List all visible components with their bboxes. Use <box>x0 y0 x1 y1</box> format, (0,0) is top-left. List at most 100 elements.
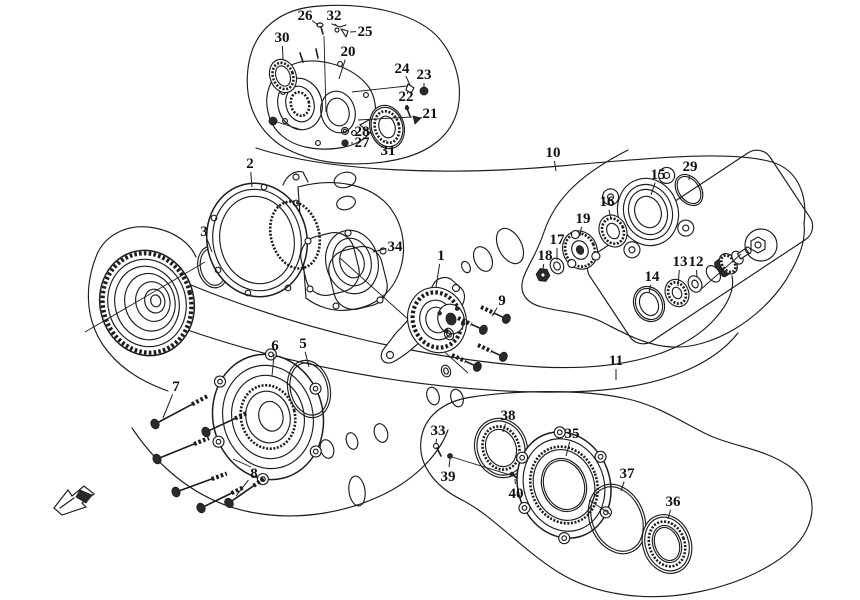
callout-33: 33 <box>431 423 446 439</box>
callout-31: 31 <box>381 143 396 159</box>
pinion-shaft <box>705 246 752 283</box>
callout-37: 37 <box>620 466 636 482</box>
leader-line-6 <box>271 353 275 377</box>
cover-bolt <box>196 485 246 514</box>
callout-11: 11 <box>609 353 623 369</box>
bolt-33 <box>432 442 442 457</box>
callout-36: 36 <box>666 494 682 510</box>
callout-7: 7 <box>172 379 180 395</box>
cover-bolt <box>171 471 228 498</box>
outline-curves <box>87 4 814 598</box>
front-direction-icon <box>53 485 95 516</box>
callout-32: 32 <box>327 8 342 24</box>
bracket-32 <box>331 23 347 28</box>
leader-line-35 <box>565 441 571 457</box>
callout-6: 6 <box>271 338 279 354</box>
leader-8b <box>232 458 252 468</box>
o-ring-5 <box>286 359 332 419</box>
washer-28 <box>340 126 350 136</box>
pinion-nut <box>750 236 766 254</box>
bearing-cover-assembly <box>150 348 332 514</box>
callout-40: 40 <box>509 486 524 502</box>
cover-bolt <box>152 436 210 465</box>
callout-1: 1 <box>437 248 445 264</box>
bearing-retainer-15 <box>601 166 695 259</box>
callout-30: 30 <box>275 30 290 46</box>
callout-9: 9 <box>498 293 506 309</box>
diff-carrier-assembly <box>266 22 429 150</box>
gear-axis-line <box>84 261 206 333</box>
cone-21 <box>412 115 422 125</box>
bolt-26 <box>316 22 324 35</box>
callout-20: 20 <box>341 44 356 60</box>
leader-line-10 <box>553 160 557 172</box>
seal-30 <box>268 58 298 94</box>
callout-23: 23 <box>417 67 432 83</box>
cover-bolt <box>224 476 267 509</box>
leader-line-37 <box>620 481 625 492</box>
callout-35: 35 <box>565 426 580 442</box>
leader-line-19 <box>579 226 583 237</box>
leader-line-26 <box>311 20 319 26</box>
seal-36 <box>641 514 693 574</box>
callout-27: 27 <box>355 135 371 151</box>
washer <box>443 327 455 341</box>
callout-25: 25 <box>358 24 373 40</box>
callout-2: 2 <box>246 156 254 172</box>
bolt-27 <box>341 139 349 147</box>
leader-line-15 <box>650 182 656 196</box>
output-flange-35 <box>516 426 612 545</box>
leader-line-2 <box>250 171 253 188</box>
washer <box>440 364 452 378</box>
callout-12: 12 <box>689 254 704 270</box>
pin-39 <box>447 453 453 459</box>
bearing-16 <box>598 214 628 248</box>
carrier-bracket <box>380 276 467 364</box>
gear-case <box>205 171 405 311</box>
install-line-26 <box>323 35 327 113</box>
leader-line-24 <box>405 75 411 86</box>
callout-13: 13 <box>673 254 688 270</box>
leader-line-5 <box>304 351 310 368</box>
cover-bolt <box>201 410 249 438</box>
bolt-set-9 <box>440 305 511 378</box>
spline-hub-19 <box>561 229 601 270</box>
seal-14 <box>632 285 666 323</box>
housing-sweep-upper <box>255 147 806 225</box>
callout-34: 34 <box>388 239 404 255</box>
nut-23 <box>419 86 429 96</box>
leader-line-13 <box>677 269 680 287</box>
leader-line-16 <box>608 209 612 220</box>
leader-line-39 <box>448 458 451 468</box>
bearing-13 <box>664 278 690 308</box>
callout-layer: 1235678910111213141516171819202122232425… <box>162 8 704 520</box>
leader-line-30 <box>281 45 284 60</box>
callout-8: 8 <box>250 466 258 482</box>
leader-line-14 <box>648 284 651 294</box>
floating-ovals <box>319 171 525 507</box>
washer-12 <box>687 275 703 293</box>
callout-19: 19 <box>576 211 591 227</box>
leader-line-36 <box>667 509 672 520</box>
callout-15: 15 <box>651 167 666 183</box>
o-ring-29 <box>674 173 704 207</box>
bottom-enclosure-outline <box>420 391 813 598</box>
callout-29: 29 <box>683 159 698 175</box>
callout-3: 3 <box>200 224 208 240</box>
nut-loop-outline <box>744 228 778 262</box>
top-enclosure-outline <box>246 4 461 165</box>
nut-18 <box>535 268 551 282</box>
leader-line-38 <box>502 423 506 433</box>
bracket-32-hole <box>334 27 340 33</box>
plug-dot <box>268 116 278 126</box>
callout-14: 14 <box>645 269 661 285</box>
callout-21: 21 <box>423 106 438 122</box>
leader-line-3 <box>206 239 213 253</box>
clip-24 <box>405 83 415 94</box>
axle-sweep-a <box>185 275 734 369</box>
callout-5: 5 <box>299 336 307 352</box>
callout-17: 17 <box>550 232 566 248</box>
ring-gear <box>98 249 196 357</box>
leader-line-33 <box>435 438 438 444</box>
leader-line-1 <box>435 263 441 288</box>
